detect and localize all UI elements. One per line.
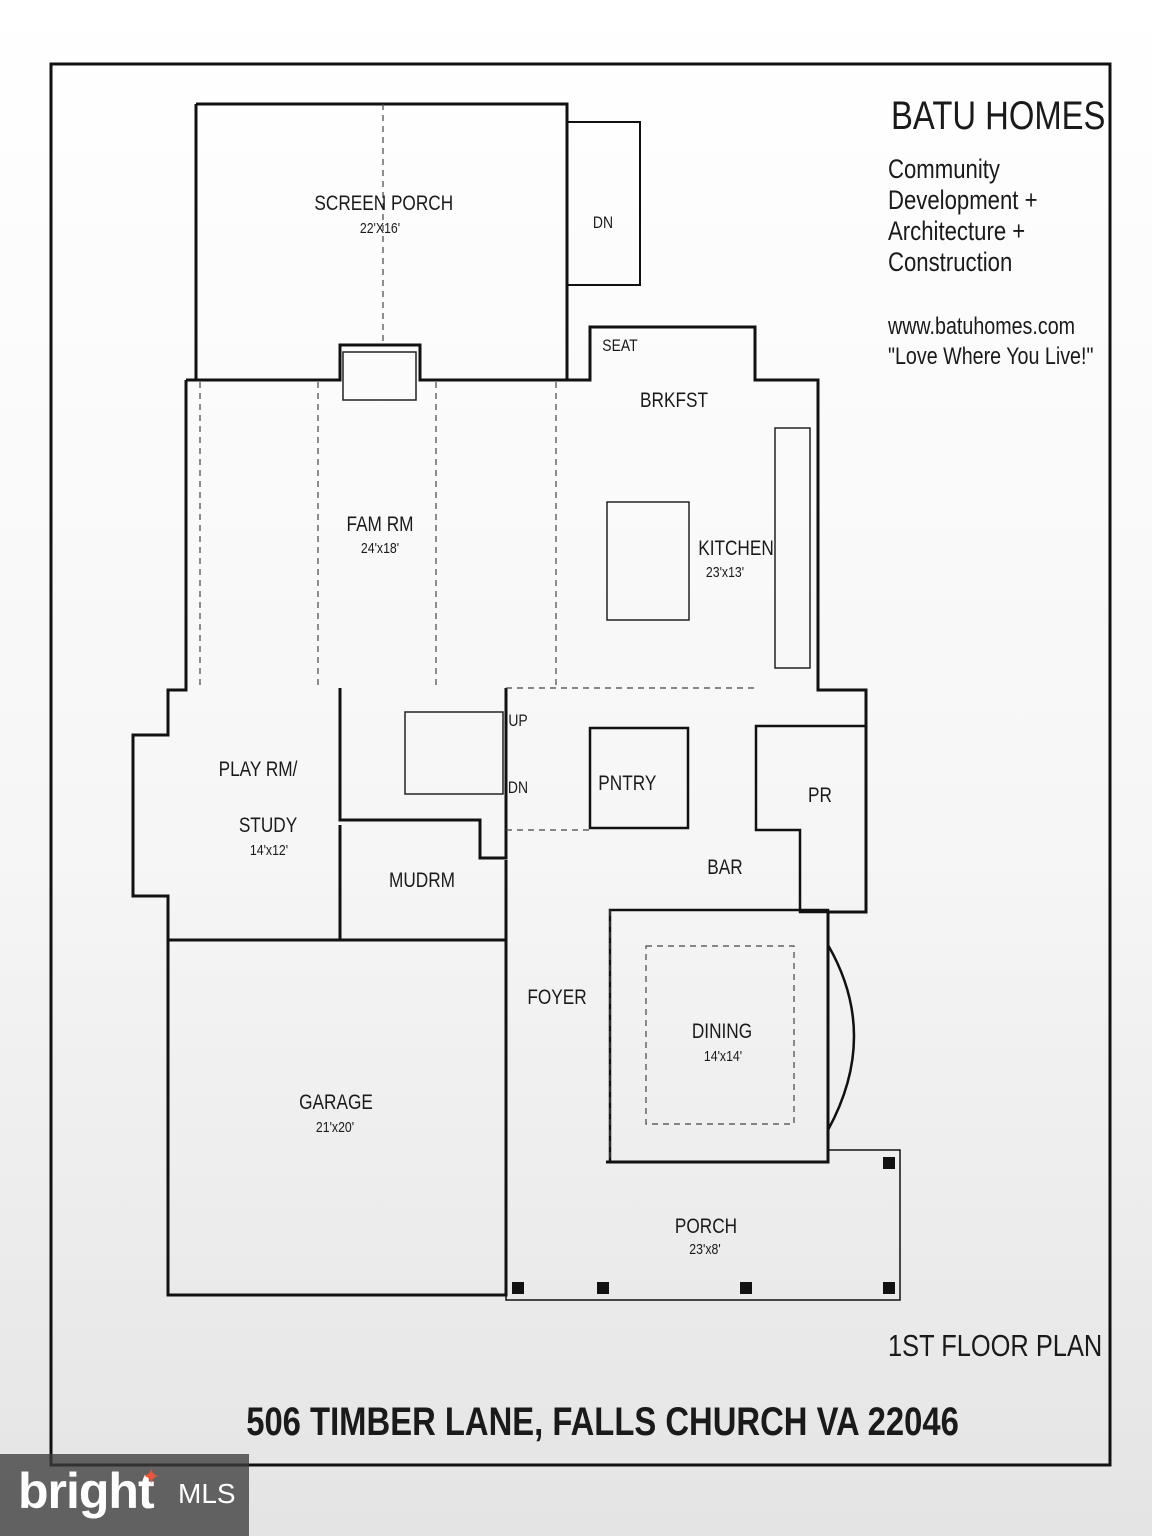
room-play-rm-dim: 14'x12' (249, 842, 289, 859)
room-bar: BAR (707, 856, 743, 879)
dining-bay (826, 944, 856, 1131)
front-porch-outline (505, 1149, 901, 1301)
room-brkfst: BRKFST (640, 389, 708, 412)
firm-line-3: Architecture + (888, 216, 1026, 246)
room-play-rm-line2: STUDY (238, 814, 298, 837)
watermark-brand: bright (18, 1463, 155, 1519)
label-stair-dn: DN (507, 778, 529, 797)
room-screen-porch-dim: 22'X16' (359, 220, 401, 237)
firm-website: www.batuhomes.com (888, 313, 1076, 340)
firm-name: BATU HOMES (891, 94, 1106, 138)
room-play-rm-line1: PLAY RM/ (218, 758, 298, 781)
fireplace (342, 351, 417, 401)
label-seat: SEAT (602, 336, 638, 355)
stairs-run (404, 711, 504, 795)
room-pr: PR (808, 784, 832, 807)
pantry-walls (588, 726, 690, 830)
sheet-border (49, 62, 1112, 1467)
property-address: 506 TIMBER LANE, FALLS CHURCH VA 22046 (246, 1400, 959, 1444)
exterior-walls (186, 325, 868, 1164)
garage-walls (166, 938, 508, 1297)
label-stair-up: UP (508, 711, 528, 730)
room-fam-rm-dim: 24'x18' (360, 540, 400, 557)
left-wing (131, 380, 340, 942)
room-porch: PORCH (674, 1215, 738, 1238)
room-kitchen: KITCHEN (698, 537, 774, 560)
room-pntry: PNTRY (598, 772, 657, 795)
room-fam-rm: FAM RM (346, 513, 414, 536)
room-garage-dim: 21'x20' (315, 1119, 355, 1136)
room-dining: DINING (691, 1020, 753, 1043)
stair-walls (338, 688, 508, 860)
porch-stairs (567, 121, 641, 286)
mls-watermark: bright ✦ MLS (0, 1454, 249, 1536)
room-dining-dim: 14'x14' (703, 1048, 743, 1065)
screen-porch-walls (194, 102, 569, 380)
label-porch-stair-dn: DN (592, 213, 614, 232)
kitchen-island (606, 501, 690, 621)
room-foyer: FOYER (527, 986, 587, 1009)
watermark-star-icon: ✦ (142, 1464, 161, 1489)
floor-plan-title: 1ST FLOOR PLAN (888, 1328, 1103, 1363)
room-garage: GARAGE (299, 1091, 373, 1114)
firm-line-1: Community (888, 154, 1000, 184)
watermark-suffix: MLS (178, 1478, 236, 1509)
powder-walls (754, 724, 868, 914)
firm-line-4: Construction (888, 247, 1013, 277)
room-mudrm: MUDRM (388, 869, 455, 892)
firm-line-2: Development + (888, 185, 1038, 215)
room-porch-dim: 23'x8' (689, 1241, 721, 1258)
kitchen-counter (774, 427, 811, 669)
firm-slogan: "Love Where You Live!" (888, 343, 1094, 370)
room-screen-porch: SCREEN PORCH (314, 192, 454, 215)
room-kitchen-dim: 23'x13' (705, 564, 745, 581)
